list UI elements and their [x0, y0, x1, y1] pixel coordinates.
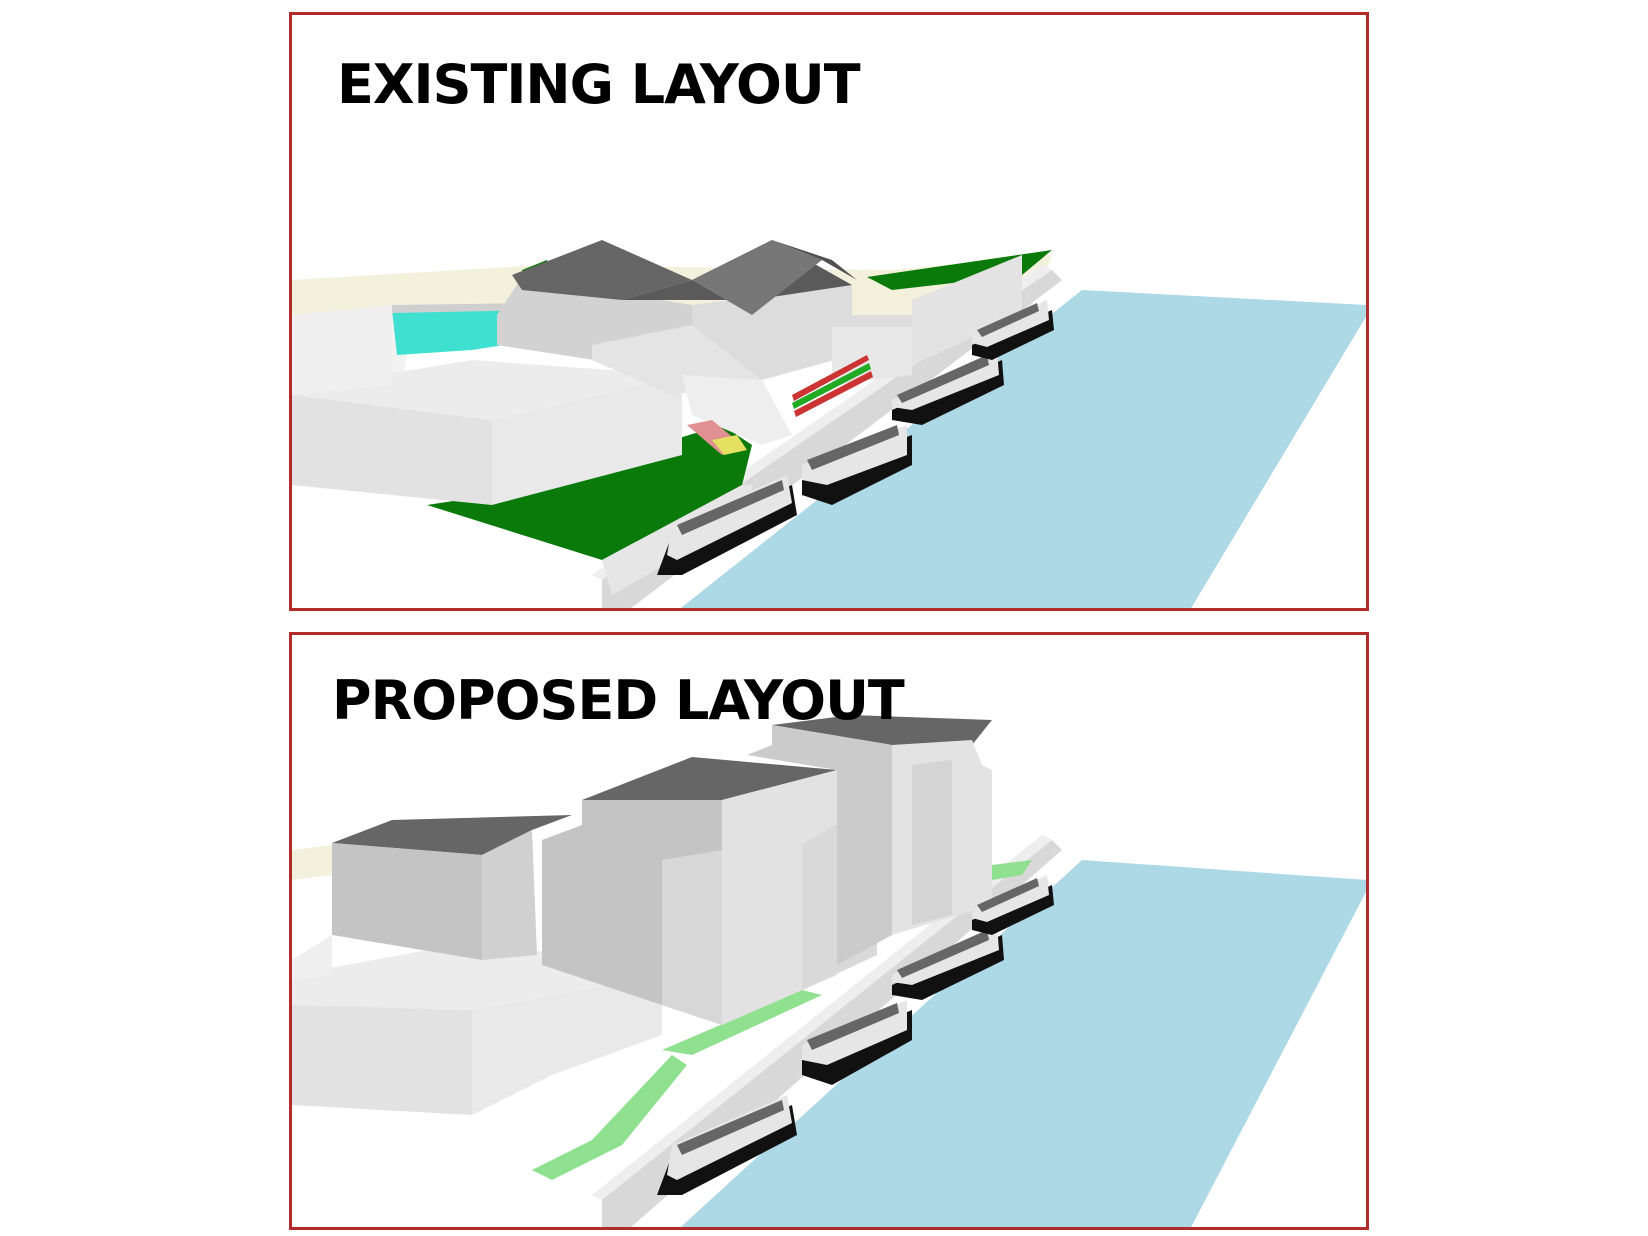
block-c-inner	[912, 760, 952, 925]
left-building-side	[472, 975, 662, 1115]
right-annex-wall	[832, 327, 912, 385]
main-building-roof-left	[512, 240, 692, 300]
left-building-front	[292, 1005, 472, 1115]
boat-4	[972, 300, 1054, 360]
left-building-side	[492, 375, 682, 505]
existing-layout-title: EXISTING LAYOUT	[337, 53, 861, 116]
right-annex-top	[832, 315, 912, 327]
front-stairs-yellow	[712, 435, 747, 455]
ground-paving	[292, 845, 332, 880]
lawn-front	[532, 1055, 687, 1180]
existing-layout-scene	[292, 240, 1366, 608]
river	[680, 290, 1366, 608]
main-building-roof-right	[692, 240, 822, 315]
main-building-wall-front	[692, 285, 852, 380]
main-building-entry	[682, 375, 792, 445]
left-back-block	[292, 305, 392, 395]
block-b-wall-front	[662, 850, 722, 1025]
lawn-front	[427, 425, 752, 560]
block-b-roof	[582, 757, 837, 800]
block-a-front	[332, 843, 482, 960]
seating-stripes-green	[792, 363, 871, 409]
boat-1	[657, 475, 797, 575]
boat-3	[892, 925, 1004, 1000]
left-building-front	[292, 395, 492, 505]
block-a-side	[482, 830, 537, 960]
boat-4	[972, 875, 1054, 935]
boat-3	[892, 350, 1004, 425]
quay-top	[592, 835, 1052, 1200]
boat-2	[802, 425, 912, 505]
proposed-layout-title: PROPOSED LAYOUT	[332, 669, 905, 732]
block-c-wall-left	[747, 725, 892, 965]
proposed-layout-scene	[292, 715, 1366, 1227]
left-back-block	[292, 935, 332, 980]
proposed-layout-panel: PROPOSED LAYOUT	[289, 632, 1369, 1230]
block-a-roof	[332, 815, 572, 855]
boat-1	[657, 1095, 797, 1195]
lawn-front-2	[662, 990, 822, 1055]
river	[680, 860, 1366, 1227]
block-c-roof	[772, 715, 992, 745]
seating-stripes-red	[792, 355, 869, 401]
seating-stripes-red-2	[794, 371, 873, 417]
tall-right-block	[912, 255, 1022, 365]
boat-2	[802, 1000, 912, 1085]
existing-layout-panel: EXISTING LAYOUT	[289, 12, 1369, 611]
lawn-right	[867, 250, 1052, 290]
lawn-right	[992, 860, 1032, 880]
